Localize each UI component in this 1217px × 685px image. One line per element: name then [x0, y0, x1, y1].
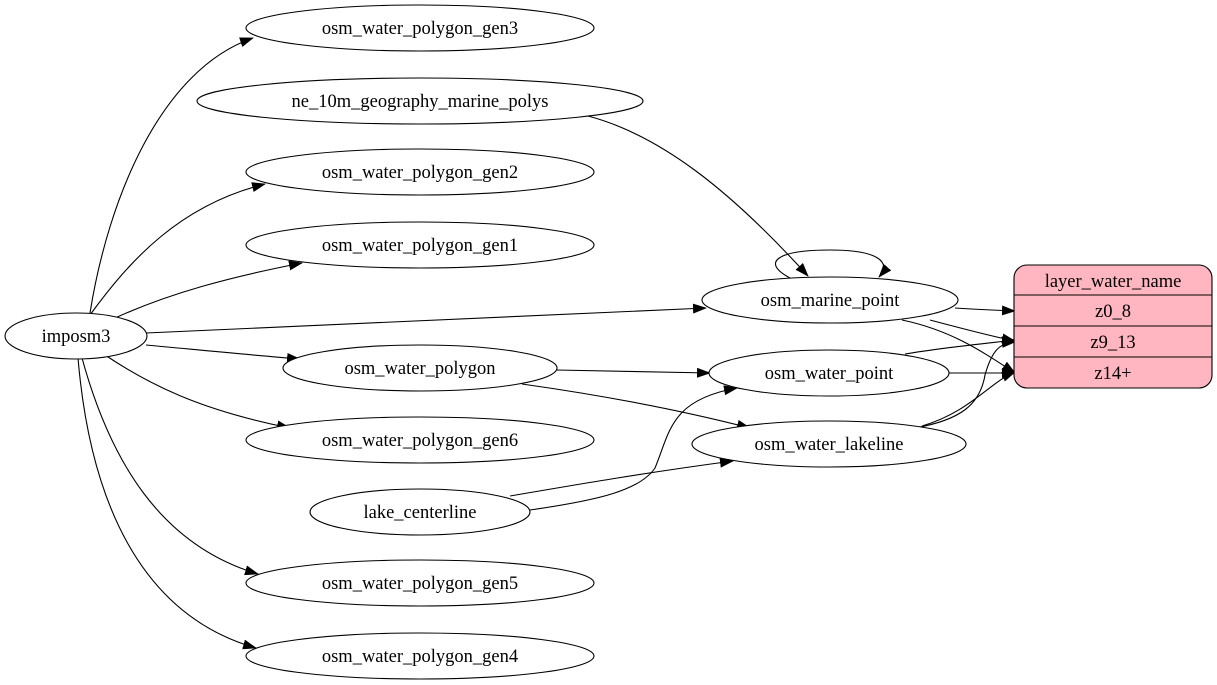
node-osm-water-polygon-gen1: osm_water_polygon_gen1	[245, 221, 595, 269]
edge-osm-marine-point-to-z14-plus	[901, 319, 1016, 374]
edge-osm-water-polygon-to-osm-water-lakeline	[521, 383, 751, 430]
node-osm-water-polygon-gen2: osm_water_polygon_gen2	[245, 148, 595, 196]
node-label-osm-water-polygon-gen3: osm_water_polygon_gen3	[322, 19, 518, 39]
edge-imposm3-to-osm-water-polygon	[145, 344, 301, 363]
edge-imposm3-to-osm-water-polygon-gen4	[77, 357, 257, 650]
edge-ne-10m-geography-marine-polys-to-osm-marine-point	[587, 115, 809, 277]
node-label-osm-water-polygon: osm_water_polygon	[344, 359, 495, 379]
node-osm-water-point: osm_water_point	[708, 349, 950, 397]
edge-osm-marine-point-self-loop	[775, 249, 892, 279]
layer-field-z9-13: z9_13	[1090, 333, 1135, 353]
edge-osm-marine-point-to-z9-13	[929, 319, 1016, 344]
node-label-osm-water-polygon-gen6: osm_water_polygon_gen6	[322, 431, 518, 451]
node-layer-water-name: layer_water_name z0_8 z9_13 z14+	[1013, 264, 1213, 389]
node-label-osm-water-polygon-gen2: osm_water_polygon_gen2	[322, 163, 518, 183]
edges	[77, 37, 1016, 650]
node-ne-10m-geography-marine-polys: ne_10m_geography_marine_polys	[196, 77, 644, 125]
node-label-osm-water-polygon-gen4: osm_water_polygon_gen4	[322, 647, 518, 667]
node-osm-water-polygon: osm_water_polygon	[282, 344, 558, 392]
edge-osm-marine-point-to-z0-8	[954, 305, 1016, 316]
edge-imposm3-to-osm-marine-point	[145, 303, 707, 334]
edge-imposm3-to-osm-water-polygon-gen2	[89, 182, 266, 316]
node-osm-water-lakeline: osm_water_lakeline	[691, 420, 967, 468]
edge-imposm3-to-osm-water-polygon-gen6	[104, 354, 291, 431]
edge-osm-water-lakeline-to-z9-13	[914, 337, 1016, 429]
node-osm-marine-point: osm_marine_point	[701, 276, 959, 324]
node-label-ne-10m-geography-marine-polys: ne_10m_geography_marine_polys	[292, 92, 549, 112]
node-label-osm-marine-point: osm_marine_point	[761, 291, 901, 311]
node-label-osm-water-point: osm_water_point	[765, 364, 894, 384]
edge-imposm3-to-osm-water-polygon-gen1	[114, 260, 303, 319]
node-osm-water-polygon-gen3: osm_water_polygon_gen3	[245, 4, 595, 52]
edge-osm-water-polygon-to-osm-water-point	[555, 367, 711, 378]
edge-lake-centerline-to-osm-water-lakeline	[509, 457, 734, 497]
edge-osm-water-lakeline-to-z14-plus	[921, 371, 1016, 427]
edge-lake-centerline-to-osm-water-point	[529, 385, 738, 511]
node-imposm3: imposm3	[4, 312, 148, 360]
node-label-imposm3: imposm3	[42, 327, 111, 347]
node-label-osm-water-polygon-gen5: osm_water_polygon_gen5	[322, 574, 518, 594]
layer-field-z14-plus: z14+	[1094, 364, 1131, 384]
node-osm-water-polygon-gen5: osm_water_polygon_gen5	[245, 559, 595, 607]
layer-title: layer_water_name	[1045, 272, 1182, 292]
node-label-osm-water-polygon-gen1: osm_water_polygon_gen1	[322, 236, 518, 256]
edge-imposm3-to-osm-water-polygon-gen5	[81, 357, 259, 576]
node-osm-water-polygon-gen6: osm_water_polygon_gen6	[245, 416, 595, 464]
node-osm-water-polygon-gen4: osm_water_polygon_gen4	[245, 632, 595, 680]
node-label-osm-water-lakeline: osm_water_lakeline	[755, 435, 904, 455]
node-lake-centerline: lake_centerline	[309, 488, 531, 536]
edge-osm-water-point-to-z9-13	[904, 336, 1016, 355]
edge-imposm3-to-osm-water-polygon-gen3	[89, 37, 254, 314]
nodes: imposm3 osm_water_polygon_gen3 ne_10m_ge…	[4, 4, 967, 680]
layer-field-z0-8: z0_8	[1095, 302, 1131, 322]
node-label-lake-centerline: lake_centerline	[364, 503, 477, 523]
